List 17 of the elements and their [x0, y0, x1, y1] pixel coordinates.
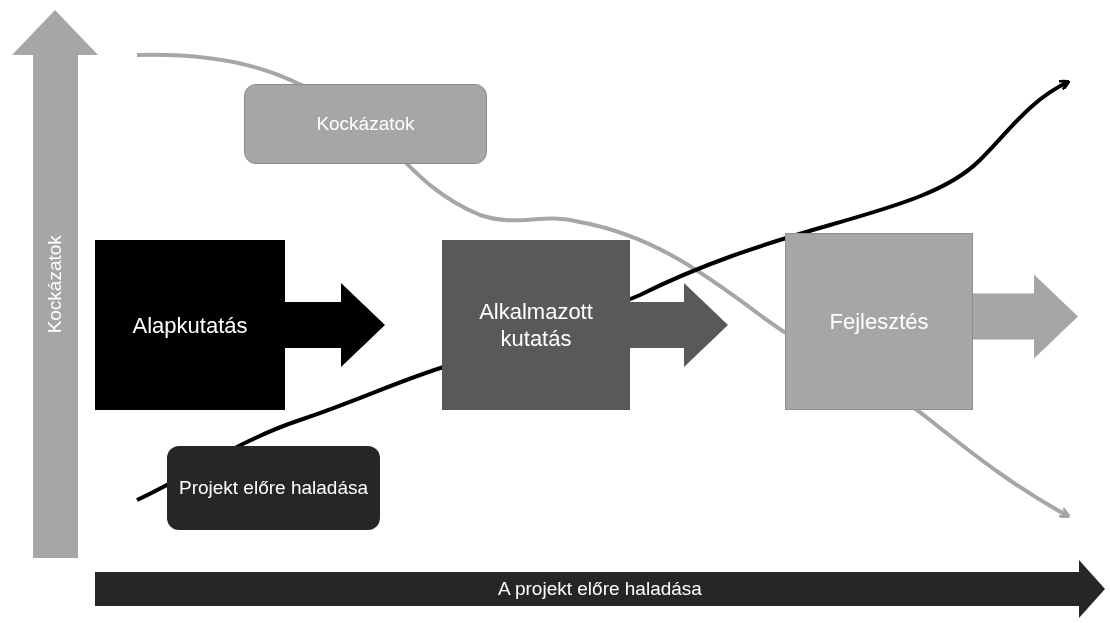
vertical-arrow [12, 10, 98, 558]
label-box [167, 446, 380, 530]
node-text: A projekt előre haladása [498, 576, 702, 601]
block-arrow [285, 283, 385, 367]
node-text: Alapkutatás [132, 311, 248, 340]
node-text: Fejlesztés [829, 308, 929, 336]
block-arrow [973, 274, 1078, 359]
stage-box [95, 240, 285, 410]
node-text: Projekt előre haladása [178, 475, 369, 500]
stage-box [785, 233, 973, 410]
node-text: Alkalmazott kutatás [478, 297, 594, 353]
stage-box [442, 240, 630, 410]
block-arrow [630, 283, 728, 367]
node-text: Kockázatok [42, 234, 66, 334]
label-box [244, 84, 487, 164]
horizontal-arrow [95, 560, 1105, 618]
node-text: Kockázatok [316, 111, 415, 136]
